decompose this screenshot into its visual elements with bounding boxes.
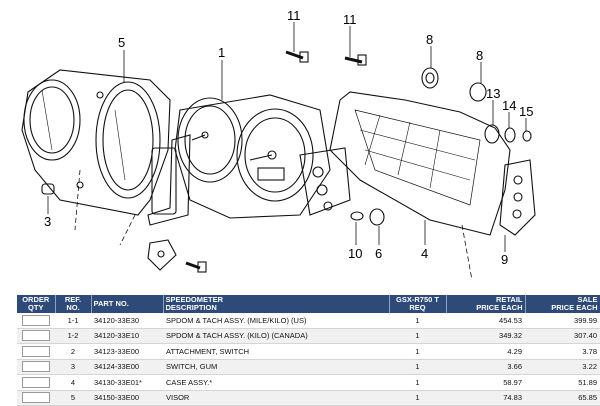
col-ref-no: REF.NO. — [55, 295, 92, 313]
leader-lines — [47, 22, 527, 281]
part-description: ATTACHMENT, SWITCH — [163, 343, 389, 360]
part-description: SPDOM & TACH ASSY. (KILO) (CANADA) — [163, 328, 389, 344]
ref-no: 1-1 — [55, 313, 91, 329]
ref-no: 3 — [55, 359, 91, 375]
order-qty-input[interactable] — [22, 376, 50, 388]
order-qty-input[interactable] — [22, 361, 50, 373]
part-description: SWITCH, GUM — [163, 359, 389, 375]
order-qty-input[interactable] — [22, 345, 50, 357]
sale-price: 65.85 — [525, 390, 600, 406]
part-description: SPDOM & TACH ASSY. (MILE/KILO) (US) — [163, 313, 389, 329]
callout-1: 1 — [218, 45, 225, 60]
required-qty: 1 — [389, 313, 446, 329]
callout-13: 13 — [486, 86, 500, 101]
required-qty: 1 — [389, 374, 446, 391]
case-drawing — [299, 91, 511, 236]
sale-price: 399.99 — [525, 313, 600, 329]
required-qty: 1 — [389, 390, 446, 406]
callout-6: 6 — [375, 246, 382, 261]
order-qty-input[interactable] — [22, 392, 50, 404]
part-number: 34130-33E01* — [91, 374, 163, 391]
callout-10: 10 — [348, 246, 362, 261]
visor-drawing — [21, 69, 171, 216]
bolt-drawings — [185, 50, 367, 273]
sale-price: 3.22 — [525, 359, 600, 375]
ref-no: 5 — [55, 390, 91, 406]
callout-3: 3 — [44, 214, 51, 229]
retail-price: 58.97 — [446, 374, 525, 391]
required-qty: 1 — [389, 359, 446, 375]
sale-price: 3.78 — [525, 343, 600, 360]
bracket-drawing — [499, 159, 536, 236]
callout-11: 11 — [287, 8, 301, 23]
parts-diagram: 5 1 11 11 8 8 13 14 15 3 10 6 4 9 — [21, 8, 536, 281]
callout-14: 14 — [502, 98, 516, 113]
ref-no: 1-2 — [55, 328, 91, 344]
retail-price: 349.32 — [446, 328, 525, 344]
required-qty: 1 — [389, 343, 446, 360]
part-number: 34124-33E00 — [91, 359, 163, 375]
table-row: 4 34130-33E01* CASE ASSY.* 1 58.97 51.89 — [17, 374, 600, 391]
callout-8: 8 — [426, 32, 433, 47]
retail-price: 3.66 — [446, 359, 525, 375]
callout-labels: 5 1 11 11 8 8 13 14 15 3 10 6 4 9 — [44, 8, 533, 267]
ref-no: 2 — [55, 343, 91, 360]
callout-5: 5 — [118, 35, 125, 50]
callout-11b: 11 — [343, 12, 357, 27]
callout-4: 4 — [421, 246, 428, 261]
sale-price: 51.89 — [525, 374, 600, 391]
col-part-no: PART NO. — [91, 295, 164, 313]
table-row: 2 34123-33E00 ATTACHMENT, SWITCH 1 4.29 … — [17, 343, 600, 360]
callout-9: 9 — [501, 252, 508, 267]
required-qty: 1 — [389, 328, 446, 344]
order-qty-input[interactable] — [22, 330, 50, 342]
part-description: CASE ASSY.* — [163, 374, 389, 391]
retail-price: 4.29 — [446, 343, 525, 360]
table-row: 5 34150-33E00 VISOR 1 74.83 65.85 — [17, 390, 600, 406]
callout-15: 15 — [519, 104, 533, 119]
callout-8b: 8 — [476, 48, 483, 63]
table-row: 1-2 34120-33E10 SPDOM & TACH ASSY. (KILO… — [17, 328, 600, 344]
part-number: 34120-33E30 — [91, 313, 163, 329]
part-number: 34123-33E00 — [91, 343, 163, 360]
part-description: VISOR — [163, 390, 389, 406]
table-row: 3 34124-33E00 SWITCH, GUM 1 3.66 3.22 — [17, 359, 600, 375]
part-number: 34120-33E10 — [91, 328, 163, 344]
table-row: 1-1 34120-33E30 SPDOM & TACH ASSY. (MILE… — [17, 313, 600, 329]
order-qty-input[interactable] — [22, 314, 50, 326]
retail-price: 454.53 — [446, 313, 525, 329]
ref-no: 4 — [55, 374, 91, 391]
part-number: 34150-33E00 — [91, 390, 163, 406]
small-parts-drawings — [41, 67, 532, 271]
retail-price: 74.83 — [446, 390, 525, 406]
switch-attachment-drawing — [147, 134, 191, 226]
sale-price: 307.40 — [525, 328, 600, 344]
meter-assembly-drawing — [174, 94, 331, 219]
